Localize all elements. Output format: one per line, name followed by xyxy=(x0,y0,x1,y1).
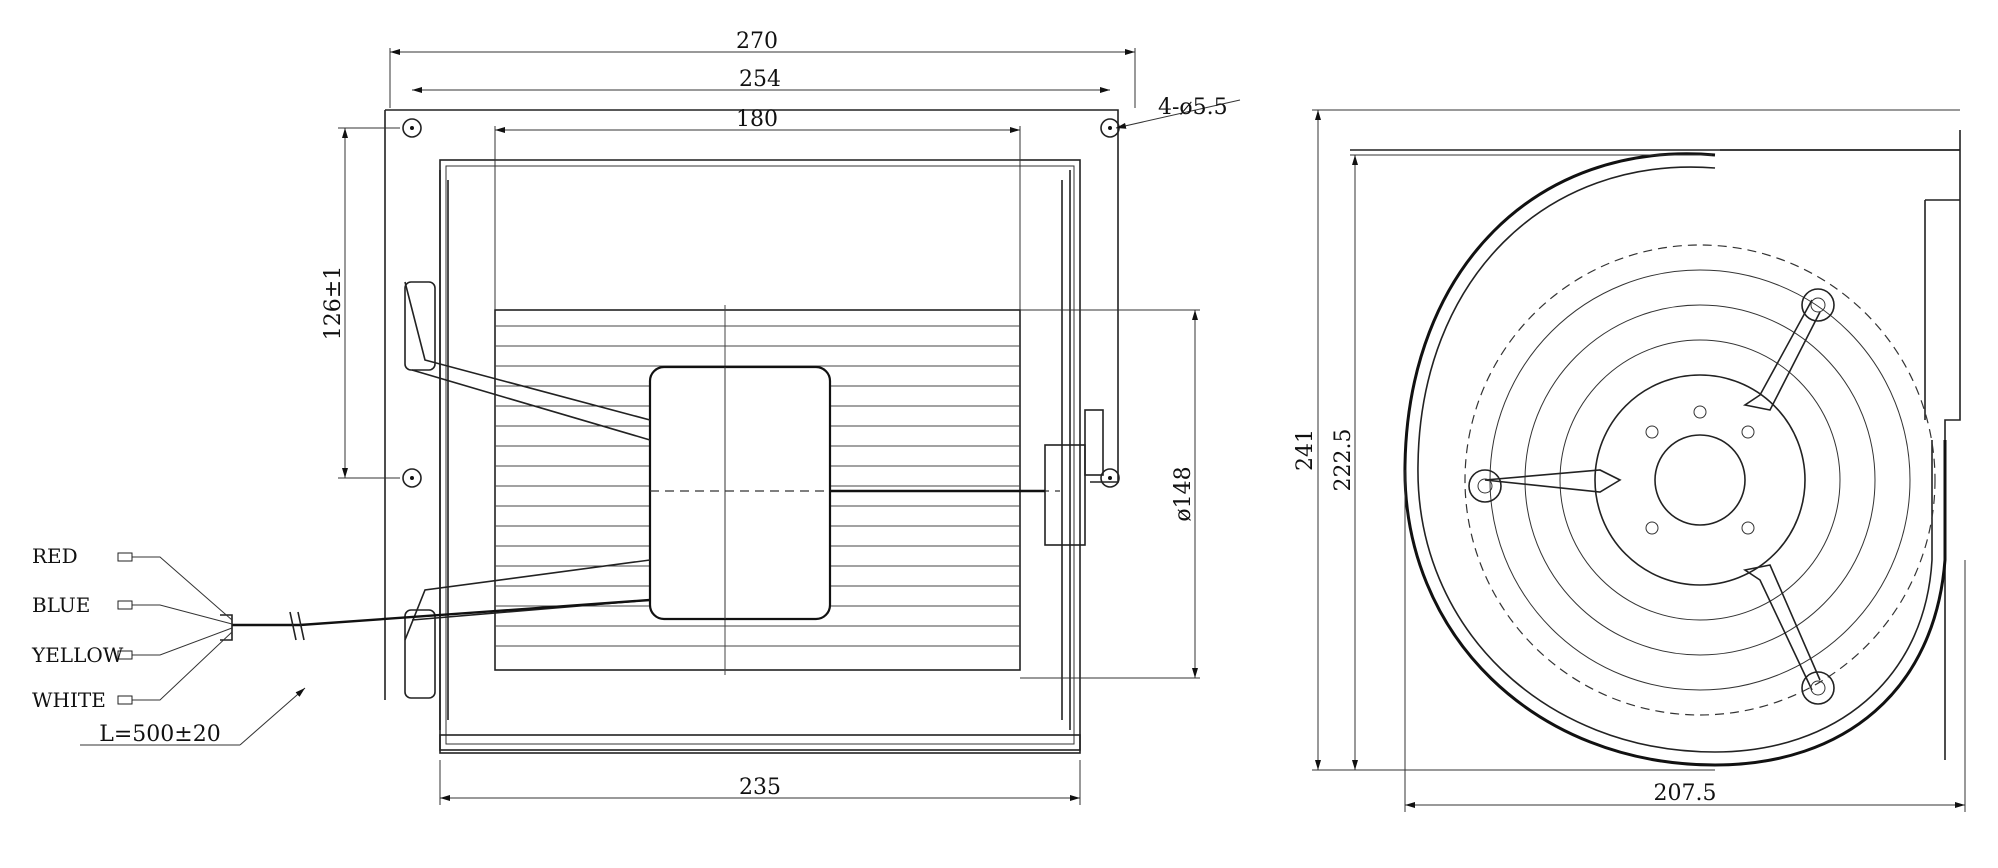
front-dimensions xyxy=(80,48,1241,805)
dim-mounting-holes: 4-ø5.5 xyxy=(1158,95,1228,120)
side-view xyxy=(1350,130,1961,767)
dim-base-width: 235 xyxy=(739,775,781,800)
outlet-frame xyxy=(1350,130,1961,760)
hub xyxy=(1654,434,1746,526)
impeller-outline xyxy=(1464,244,1936,716)
dim-side-height: 241 xyxy=(1293,429,1318,471)
dim-hole-pitch-height: 126±1 xyxy=(321,266,346,340)
lower-support-arm xyxy=(404,559,651,641)
wire-leads xyxy=(117,552,233,705)
front-view xyxy=(220,109,1120,754)
wire-label-white: WHITE xyxy=(32,688,106,712)
dim-rotor-diameter: ø148 xyxy=(1171,466,1196,521)
base-plate xyxy=(439,734,1081,754)
dim-overall-width: 270 xyxy=(736,29,778,54)
wire-label-yellow: YELLOW xyxy=(31,643,124,667)
scroll-housing xyxy=(1403,152,1947,767)
dim-side-depth: 207.5 xyxy=(1654,781,1717,806)
power-cable xyxy=(232,598,651,627)
motor-mount-arms xyxy=(1468,288,1835,705)
mounting-flange xyxy=(384,109,1119,700)
left-bracket xyxy=(439,170,449,730)
side-dimensions xyxy=(1312,109,1966,812)
dim-hole-pitch-width: 254 xyxy=(739,67,781,92)
right-bracket xyxy=(1061,170,1071,730)
dim-side-inner-height: 222.5 xyxy=(1331,429,1356,492)
wire-label-blue: BLUE xyxy=(32,593,90,617)
wire-label-red: RED xyxy=(32,544,78,568)
dim-inlet-width: 180 xyxy=(736,107,778,132)
upper-support-arm xyxy=(404,281,651,441)
dim-lead-length: L=500±20 xyxy=(99,722,220,747)
shaft-bearing xyxy=(1044,444,1086,546)
motor-body xyxy=(648,365,832,621)
